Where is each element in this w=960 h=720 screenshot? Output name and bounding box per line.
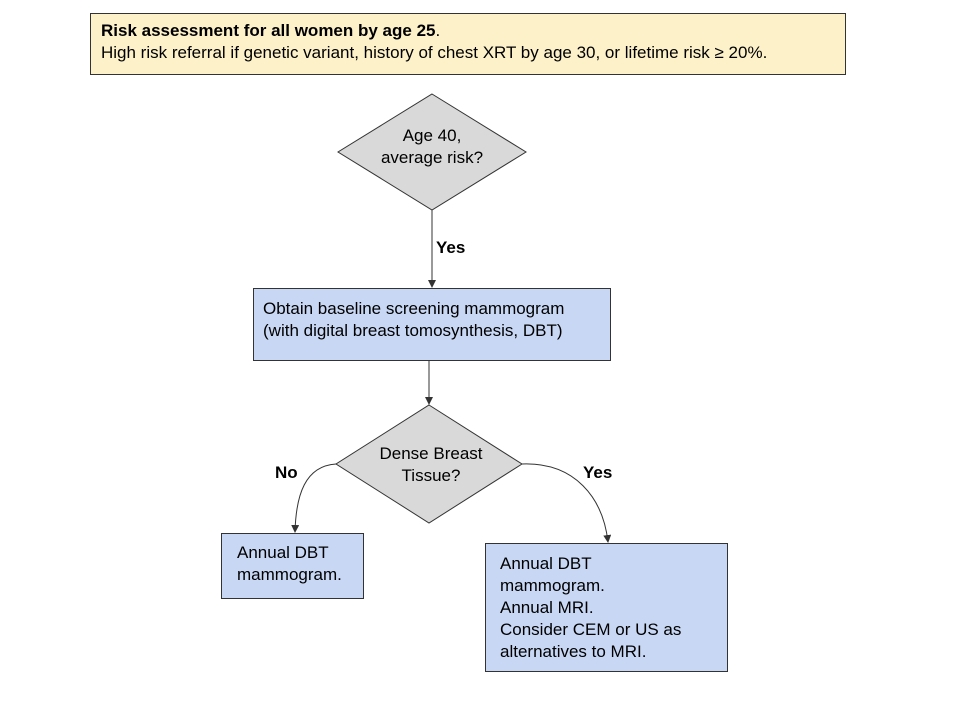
right-box-line5: alternatives to MRI.	[500, 642, 647, 661]
arrow-dense-yes-branch	[521, 463, 612, 543]
banner-title-period: .	[435, 21, 441, 40]
dense-decision-line2: Tissue?	[401, 466, 461, 485]
baseline-mammogram-box: Obtain baseline screening mammogram (wit…	[253, 288, 611, 361]
right-box-line4: Consider CEM or US as	[500, 620, 682, 639]
right-box-line1: Annual DBT	[500, 554, 592, 573]
age40-decision-line1: Age 40,	[402, 126, 462, 145]
right-box-line3: Annual MRI.	[500, 598, 594, 617]
edge-label-no-dense: No	[275, 463, 298, 482]
dense-breast-decision-label: Dense Breast Tissue?	[351, 443, 511, 487]
baseline-box-line2: (with digital breast tomosynthesis, DBT)	[263, 321, 563, 340]
dense-breast-decision-diamond	[335, 404, 523, 524]
arrow-dense-no-branch	[291, 463, 337, 533]
edge-label-yes-age40: Yes	[436, 238, 466, 257]
banner-referral-criteria: High risk referral if genetic variant, h…	[101, 43, 768, 62]
left-box-line2: mammogram.	[237, 565, 342, 584]
baseline-box-line1: Obtain baseline screening mammogram	[263, 299, 565, 318]
dense-decision-line1: Dense Breast	[379, 444, 483, 463]
annual-dbt-box: Annual DBT mammogram.	[221, 533, 364, 599]
age40-decision-line2: average risk?	[380, 148, 484, 167]
age40-decision-label: Age 40, average risk?	[352, 125, 512, 169]
right-box-line2: mammogram.	[500, 576, 605, 595]
banner-title: Risk assessment for all women by age 25	[101, 21, 436, 40]
annual-dbt-mri-box: Annual DBT mammogram. Annual MRI. Consid…	[485, 543, 728, 672]
edge-label-yes-dense: Yes	[583, 463, 613, 482]
left-box-line1: Annual DBT	[237, 543, 329, 562]
risk-assessment-banner: Risk assessment for all women by age 25.…	[90, 13, 846, 75]
